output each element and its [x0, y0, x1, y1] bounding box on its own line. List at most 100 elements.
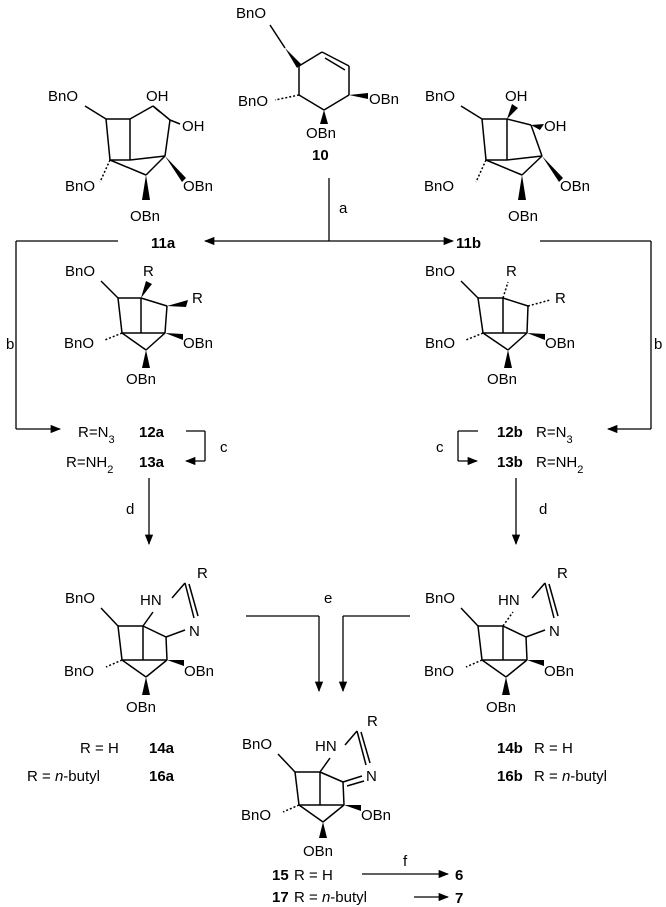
compound-number: 12a — [139, 424, 165, 441]
obn-group: OBn — [361, 807, 391, 824]
structure-15: R HN N BnO BnO OBn OBn — [241, 713, 391, 860]
obn-group: OBn — [183, 178, 213, 195]
r-definition: R = H — [534, 740, 573, 757]
bno-group: BnO — [236, 5, 266, 22]
compound-number: 14b — [497, 740, 523, 757]
obn-group: OBn — [306, 125, 336, 142]
bno-group: BnO — [64, 663, 94, 680]
structure-12a: BnO R R BnO OBn OBn — [64, 263, 213, 388]
compound-number: 16b — [497, 768, 523, 785]
obn-group: OBn — [130, 208, 160, 225]
hn-group: HN — [140, 592, 162, 609]
n-group: N — [189, 623, 200, 640]
bno-group: BnO — [238, 93, 268, 110]
obn-group: OBn — [183, 335, 213, 352]
obn-group: OBn — [126, 371, 156, 388]
step-label: b — [6, 336, 14, 353]
r-definitions-12a-13a: R=N3 12a R=NH2 13a — [66, 424, 165, 476]
step-a-arrows: a — [203, 178, 455, 246]
structure-14a: R HN N BnO BnO OBn OBn — [64, 565, 214, 716]
compound-number: 12b — [497, 424, 523, 441]
step-label: a — [339, 200, 348, 217]
compound-number: 17 — [272, 889, 289, 906]
step-label: f — [403, 853, 408, 870]
step-label: e — [324, 590, 332, 607]
step-f-arrows: f 6 7 — [362, 853, 463, 907]
r-group: R — [367, 713, 378, 730]
bno-group: BnO — [241, 807, 271, 824]
obn-group: OBn — [303, 843, 333, 860]
azide-definition: R=N3 — [78, 424, 115, 446]
compound-number: 10 — [312, 147, 329, 164]
oh-group: OH — [505, 88, 528, 105]
r-definition: R = n-butyl — [294, 889, 367, 906]
compound-number: 6 — [455, 867, 463, 884]
compound-number: 11b — [456, 235, 481, 252]
n-group: N — [549, 623, 560, 640]
bno-group: BnO — [48, 88, 78, 105]
amine-definition: R=NH2 — [66, 454, 113, 476]
n-group: N — [366, 768, 377, 785]
compound-number: 11a — [151, 235, 176, 252]
obn-group: OBn — [369, 91, 399, 108]
step-e-arrows: e — [246, 590, 410, 693]
step-c-arrows: c c — [184, 430, 479, 466]
oh-group: OH — [544, 118, 567, 135]
bno-group: BnO — [424, 178, 454, 195]
r-definitions-15-17: 15 R = H 17 R = n-butyl — [272, 867, 367, 906]
bno-group: BnO — [425, 88, 455, 105]
step-b-arrows: b b — [6, 240, 662, 434]
oh-group: OH — [146, 88, 169, 105]
azide-definition: R=N3 — [536, 424, 573, 446]
r-definitions-14a-16a: R = H 14a R = n-butyl 16a — [27, 740, 175, 785]
hn-group: HN — [498, 592, 520, 609]
amine-definition: R=NH2 — [536, 454, 583, 476]
structure-10: BnO BnO OBn OBn 10 — [236, 5, 399, 164]
bno-group: BnO — [242, 736, 272, 753]
structure-11a: BnO OH OH BnO OBn OBn 11a — [48, 88, 213, 252]
r-definition: R = H — [80, 740, 119, 757]
structure-11b: BnO OH OH BnO OBn OBn 11b — [424, 88, 590, 252]
hn-group: HN — [315, 738, 337, 755]
r-group: R — [192, 290, 203, 307]
step-label: c — [436, 439, 444, 456]
bno-group: BnO — [64, 335, 94, 352]
compound-number: 16a — [149, 768, 175, 785]
compound-number: 13b — [497, 454, 523, 471]
obn-group: OBn — [184, 663, 214, 680]
r-definitions-12b-13b: 12b R=N3 13b R=NH2 — [497, 424, 583, 476]
r-group: R — [506, 263, 517, 280]
obn-group: OBn — [560, 178, 590, 195]
structure-14b: R HN N BnO BnO OBn OBn — [424, 565, 574, 716]
bno-group: BnO — [65, 590, 95, 607]
obn-group: OBn — [545, 335, 575, 352]
r-definitions-14b-16b: 14b R = H 16b R = n-butyl — [497, 740, 607, 785]
obn-group: OBn — [508, 208, 538, 225]
step-label: b — [654, 336, 662, 353]
obn-group: OBn — [486, 699, 516, 716]
r-definition: R = n-butyl — [534, 768, 607, 785]
bno-group: BnO — [424, 663, 454, 680]
compound-number: 7 — [455, 890, 463, 907]
step-label: d — [126, 501, 134, 518]
r-definition: R = n-butyl — [27, 768, 100, 785]
r-group: R — [555, 290, 566, 307]
bno-group: BnO — [65, 178, 95, 195]
step-d-arrows: d d — [126, 478, 547, 546]
compound-number: 15 — [272, 867, 289, 884]
step-label: c — [220, 439, 228, 456]
obn-group: OBn — [126, 699, 156, 716]
bno-group: BnO — [425, 590, 455, 607]
r-group: R — [557, 565, 568, 582]
compound-number: 14a — [149, 740, 175, 757]
obn-group: OBn — [487, 371, 517, 388]
step-label: d — [539, 501, 547, 518]
r-group: R — [143, 263, 154, 280]
bno-group: BnO — [65, 263, 95, 280]
bno-group: BnO — [425, 335, 455, 352]
r-group: R — [197, 565, 208, 582]
structure-12b: BnO R R BnO OBn OBn — [425, 263, 575, 388]
obn-group: OBn — [544, 663, 574, 680]
bno-group: BnO — [425, 263, 455, 280]
